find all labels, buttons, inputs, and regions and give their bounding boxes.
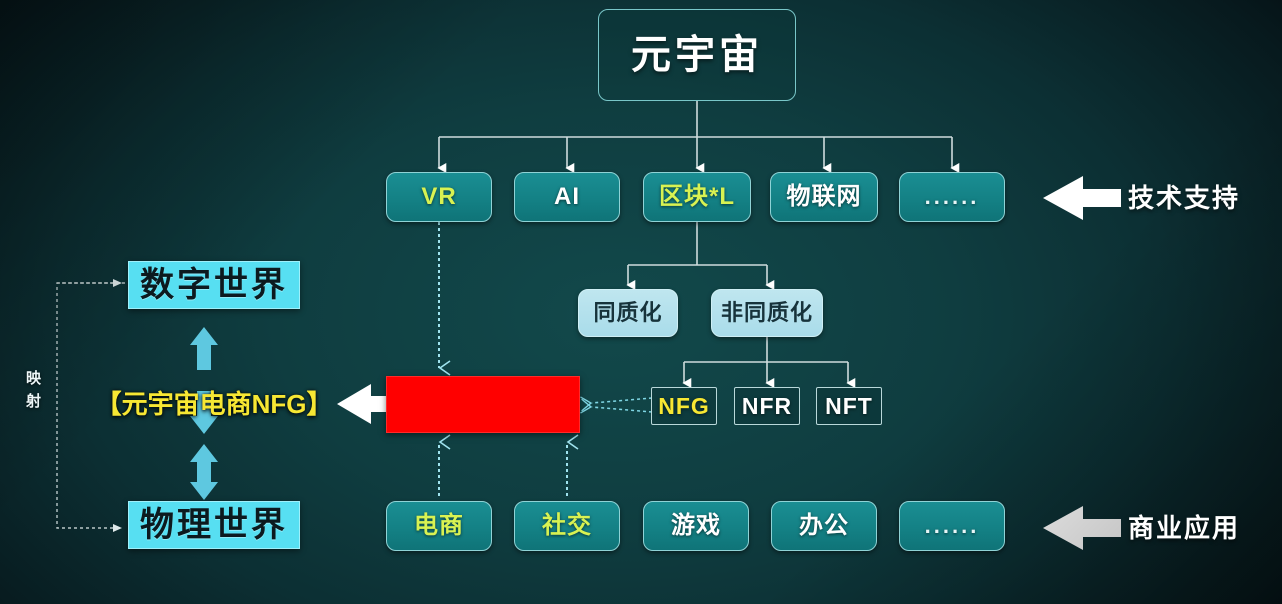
node-vr-label: VR: [421, 183, 457, 210]
node-gaming-label: 游戏: [671, 512, 721, 539]
center-label-arrow: [337, 384, 404, 424]
legend-tech-support-label: 技术支持: [1128, 183, 1241, 213]
node-nfg[interactable]: NFG: [651, 387, 717, 425]
node-office[interactable]: 办公: [771, 501, 877, 551]
node-fungible[interactable]: 同质化: [578, 289, 678, 337]
node-vr[interactable]: VR: [386, 172, 492, 222]
node-blockchain[interactable]: 区块*L: [643, 172, 751, 222]
node-business-more[interactable]: ......: [899, 501, 1005, 551]
business-arrow: [1043, 506, 1121, 550]
center-label-text: 【元宇宙电商NFG】: [95, 389, 333, 419]
node-ecommerce[interactable]: 电商: [386, 501, 492, 551]
node-social-label: 社交: [542, 512, 592, 539]
node-blockchain-label: 区块*L: [659, 183, 735, 210]
legend-business-application: 商业应用: [1128, 512, 1278, 544]
node-nfg-label: NFG: [658, 392, 710, 419]
node-non-fungible[interactable]: 非同质化: [711, 289, 823, 337]
node-digital-world-label: 数字世界: [140, 266, 288, 304]
node-iot[interactable]: 物联网: [770, 172, 878, 222]
node-nfr-label: NFR: [741, 392, 793, 419]
node-business-more-label: ......: [924, 513, 980, 538]
node-nft-label: NFT: [825, 392, 873, 419]
legend-business-application-label: 商业应用: [1128, 513, 1241, 543]
node-office-label: 办公: [799, 512, 849, 539]
node-ai-label: AI: [554, 183, 580, 210]
node-metaverse-root-label: 元宇宙: [631, 33, 763, 77]
node-social[interactable]: 社交: [514, 501, 620, 551]
center-red-box[interactable]: [386, 376, 580, 433]
mapping-label: 映射: [24, 370, 41, 416]
node-nft[interactable]: NFT: [816, 387, 882, 425]
node-iot-label: 物联网: [786, 183, 862, 210]
center-label-metaverse-ecommerce-nfg: 【元宇宙电商NFG】: [96, 385, 333, 423]
node-metaverse-root[interactable]: 元宇宙: [598, 9, 796, 101]
node-tech-more-label: ......: [924, 184, 980, 209]
node-non-fungible-label: 非同质化: [720, 300, 813, 325]
tech-support-arrow: [1043, 176, 1121, 220]
node-physical-world-label: 物理世界: [140, 506, 288, 544]
node-gaming[interactable]: 游戏: [643, 501, 749, 551]
node-digital-world[interactable]: 数字世界: [128, 261, 300, 309]
node-ai[interactable]: AI: [514, 172, 620, 222]
node-fungible-label: 同质化: [593, 300, 663, 325]
node-nfr[interactable]: NFR: [734, 387, 800, 425]
node-physical-world[interactable]: 物理世界: [128, 501, 300, 549]
node-ecommerce-label: 电商: [414, 512, 464, 539]
node-tech-more[interactable]: ......: [899, 172, 1005, 222]
legend-tech-support: 技术支持: [1128, 182, 1278, 214]
